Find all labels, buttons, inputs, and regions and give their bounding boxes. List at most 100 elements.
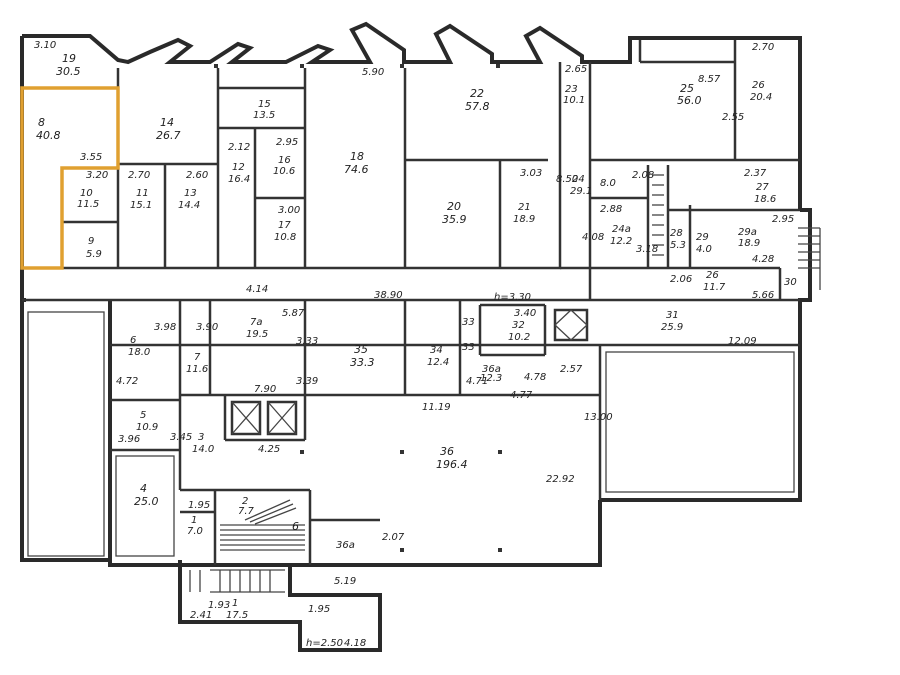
room-19-num: 19 <box>62 52 76 65</box>
dim-2-37: 2.37 <box>744 168 767 179</box>
room-27-num: 27 <box>756 182 769 193</box>
dim-5-90: 5.90 <box>362 67 384 78</box>
dim-2-95b: 2.95 <box>772 214 794 225</box>
room-12-area: 16.4 <box>228 174 250 185</box>
dim-7-90: 7.90 <box>254 384 276 395</box>
dim-2-41: 2.41 <box>190 610 212 621</box>
room-8-area: 40.8 <box>36 129 61 142</box>
dim-2-12: 2.12 <box>228 142 250 153</box>
room-24a-num: 24a <box>612 224 631 235</box>
room-14-num: 14 <box>160 116 174 129</box>
room-22-num: 22 <box>470 87 484 100</box>
dim-h-3-30: h=3.30 <box>494 292 531 303</box>
room-23-num: 23 <box>565 84 578 95</box>
room-26-num: 26 <box>752 80 765 91</box>
room-2-area: 7.7 <box>238 506 255 517</box>
room-15-area: 13.5 <box>253 110 275 121</box>
room-labels: 19 30.5 8 40.8 10 11.5 9 5.9 11 15.1 13 … <box>36 52 797 621</box>
room-36-num: 36 <box>440 445 454 458</box>
room-7-num: 7 <box>194 352 201 363</box>
room-33-num: 33 <box>462 317 475 328</box>
dim-1-93: 1.93 <box>208 600 230 611</box>
dim-3-40: 3.40 <box>514 308 536 319</box>
dim-3-96: 3.96 <box>118 434 140 445</box>
dim-4-08: 4.08 <box>582 232 604 243</box>
room-24-area: 29.1 <box>570 186 592 197</box>
interior-walls <box>22 40 800 565</box>
room-11-area: 15.1 <box>130 200 152 211</box>
dim-3-55: 3.55 <box>80 152 102 163</box>
room-1b-area: 17.5 <box>226 610 248 621</box>
room-36-area: 196.4 <box>436 458 468 471</box>
dim-2-57: 2.57 <box>560 364 583 375</box>
dim-3-98: 3.98 <box>154 322 176 333</box>
room-17-num: 17 <box>278 220 291 231</box>
room-32-area: 10.2 <box>508 332 530 343</box>
room-36a-num: 36a <box>482 364 501 375</box>
dim-4-28: 4.28 <box>752 254 774 265</box>
room-b6-num: 6 <box>292 520 299 533</box>
room-36b-num: 36a <box>336 540 355 551</box>
column-markers <box>214 64 502 552</box>
room-18-num: 18 <box>350 150 364 163</box>
room-7a-num: 7a <box>250 317 263 328</box>
room-20-num: 20 <box>447 200 461 213</box>
dim-38-90: 38.90 <box>374 290 403 301</box>
dim-3-03: 3.03 <box>520 168 542 179</box>
room-18-area: 74.6 <box>344 163 369 176</box>
room-36a-area: 12.3 <box>480 373 502 384</box>
dim-2-55: 2.55 <box>722 112 744 123</box>
room-10-num: 10 <box>80 188 93 199</box>
dim-5-66: 5.66 <box>752 290 774 301</box>
room-26b-num: 26 <box>706 270 719 281</box>
dim-3-39: 3.39 <box>296 376 318 387</box>
dim-4-14: 4.14 <box>246 284 268 295</box>
dim-13-00: 13.00 <box>584 412 613 423</box>
room-26b-area: 11.7 <box>703 282 726 293</box>
room-34-num: 34 <box>430 345 443 356</box>
room-22-area: 57.8 <box>465 100 490 113</box>
room-25-area: 56.0 <box>677 94 702 107</box>
room-21-area: 18.9 <box>513 214 535 225</box>
dim-4-78: 4.78 <box>524 372 546 383</box>
dim-2-65: 2.65 <box>565 64 587 75</box>
dim-3-90: 3.90 <box>196 322 218 333</box>
room-20-area: 35.9 <box>442 213 467 226</box>
dim-5-19: 5.19 <box>334 576 356 587</box>
room-3-area: 14.0 <box>192 444 214 455</box>
dim-22-92: 22.92 <box>546 474 575 485</box>
outer-walls <box>20 21 812 652</box>
elevator-shafts <box>230 308 589 436</box>
room-5-area: 10.9 <box>136 422 158 433</box>
room-31-area: 25.9 <box>661 322 683 333</box>
corridor-outlines <box>27 311 795 557</box>
dim-4-72: 4.72 <box>116 376 138 387</box>
dim-4-18: 4.18 <box>344 638 366 649</box>
dim-3-45: 3.45 <box>170 432 192 443</box>
room-15-num: 15 <box>258 99 271 110</box>
room-29a-num: 29a <box>738 227 757 238</box>
room-29-area: 4.0 <box>696 244 712 255</box>
dim-8-57: 8.57 <box>698 74 721 85</box>
room-30-num: 30 <box>784 277 797 288</box>
dim-3-10: 3.10 <box>34 40 56 51</box>
dim-8-0: 8.0 <box>600 178 616 189</box>
room-35-num: 35 <box>354 343 368 356</box>
dim-2-07: 2.07 <box>382 532 405 543</box>
room-26-area: 20.4 <box>750 92 772 103</box>
room-31-num: 31 <box>666 310 679 321</box>
dim-4-25: 4.25 <box>258 444 280 455</box>
dim-3-20: 3.20 <box>86 170 108 181</box>
room-4-num: 4 <box>140 482 147 495</box>
room-29-num: 29 <box>696 232 709 243</box>
room-8-num: 8 <box>38 116 45 129</box>
room-6-num: 6 <box>130 335 136 346</box>
room-32-num: 32 <box>512 320 525 331</box>
highlighted-room-8[interactable] <box>20 86 120 270</box>
dim-5-87: 5.87 <box>282 308 305 319</box>
dim-2-08: 2.08 <box>632 170 654 181</box>
room-17-area: 10.8 <box>274 232 296 243</box>
dim-3-33: 3.33 <box>296 336 318 347</box>
room-29a-area: 18.9 <box>738 238 760 249</box>
